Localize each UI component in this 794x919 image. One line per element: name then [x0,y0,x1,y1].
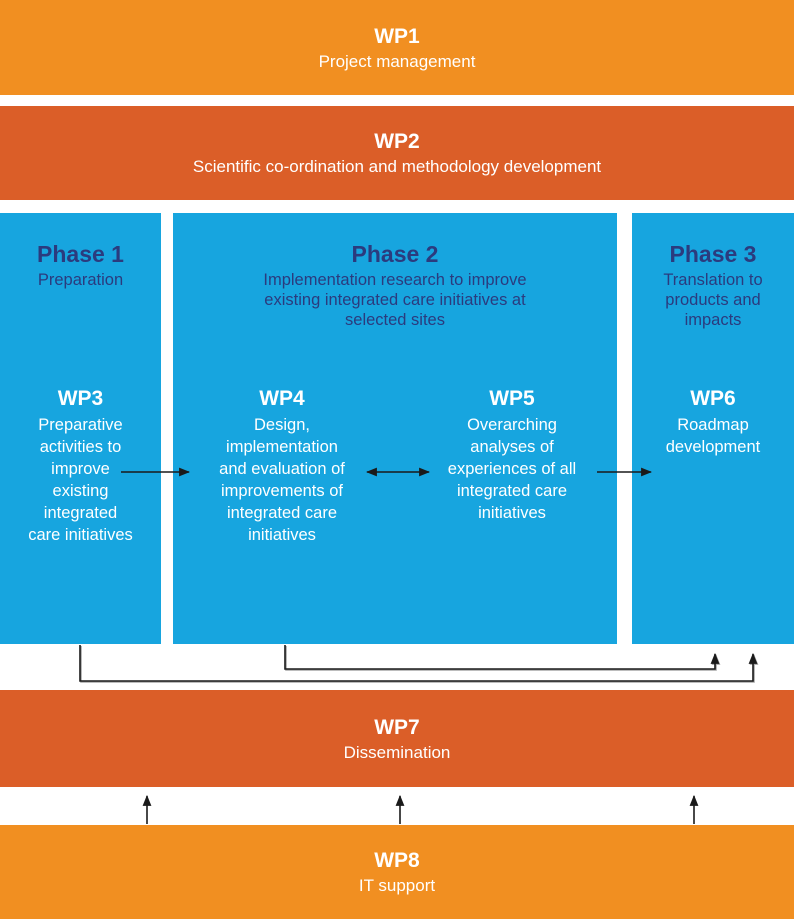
phase3-header: Phase 3 Translation to products and impa… [632,240,794,330]
wp3-title: WP3 [57,387,104,410]
phase1-header: Phase 1 Preparation [0,240,161,290]
phase2-subtitle: Implementation research to improve exist… [263,271,527,329]
phase3-column: Phase 3 Translation to products and impa… [632,213,794,644]
phase2-column: Phase 2 Implementation research to impro… [173,213,617,644]
phase2-title: Phase 2 [351,241,439,267]
phase1-column: Phase 1 Preparation WP3 Preparative acti… [0,213,161,644]
wp3-description: Preparative activities to improve existi… [28,416,133,544]
connector-phase2-to-phase3-icon [284,645,720,670]
wp6-block: WP6 Roadmap development [632,385,794,458]
wp1-bar: WP1 Project management [0,0,794,95]
phase1-subtitle: Preparation [37,271,124,289]
wp6-description: Roadmap development [665,416,761,456]
wp5-block: WP5 Overarching analyses of experiences … [412,385,612,524]
wp3-block: WP3 Preparative activities to improve ex… [0,385,161,546]
wp8-subtitle: IT support [358,876,436,895]
wp2-subtitle: Scientific co-ordination and methodology… [192,157,602,176]
wp5-title: WP5 [489,387,535,410]
wp8-title: WP8 [374,849,420,872]
wp5-description: Overarching analyses of experiences of a… [447,416,577,522]
phase2-header: Phase 2 Implementation research to impro… [173,240,617,330]
phase3-subtitle: Translation to products and impacts [663,271,763,329]
wp6-title: WP6 [690,387,736,410]
wp2-title: WP2 [374,130,420,153]
wp4-description: Design, implementation and evaluation of… [219,416,345,544]
wp7-subtitle: Dissemination [343,742,451,762]
phase1-title: Phase 1 [37,241,124,267]
wp4-title: WP4 [259,387,305,410]
wp7-bar: WP7 Dissemination [0,690,794,787]
wp7-title: WP7 [374,715,420,739]
wp1-title: WP1 [374,24,420,48]
connector-phase1-to-phase3-icon [79,645,758,682]
phase3-title: Phase 3 [669,241,757,267]
wp4-block: WP4 Design, implementation and evaluatio… [182,385,382,546]
wp1-subtitle: Project management [318,51,476,71]
wp8-bar: WP8 IT support [0,825,794,919]
wp2-bar: WP2 Scientific co-ordination and methodo… [0,106,794,200]
